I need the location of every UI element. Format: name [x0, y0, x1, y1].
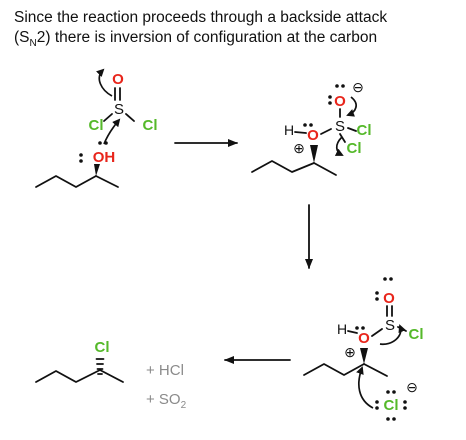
int1-lone-pair-dot	[303, 123, 307, 127]
int2-lone-pair-dot	[361, 326, 365, 330]
int2-os-bond	[371, 328, 383, 337]
chlorosulfite-intermediate-1: O ⊖ S Cl Cl H O ⊕	[251, 79, 372, 176]
socl2-bond-cl-left	[103, 113, 113, 122]
alcohol-lone-pair-dot	[79, 159, 83, 163]
curly-arrow-o-to-s	[103, 118, 121, 145]
int1-bond-cl-lower	[339, 133, 346, 143]
int2-wedge-bond	[360, 348, 368, 364]
int2-lone-pair-dot	[375, 291, 379, 295]
chloride-lone-pair-dot	[386, 390, 390, 394]
int2-lone-pair-dot	[375, 297, 379, 301]
chloride-lone-pair-dot	[392, 390, 396, 394]
curly-arrow-so-to-o	[95, 68, 113, 97]
alcohol-lone-pair-dot	[98, 141, 102, 145]
int1-os-bond	[320, 128, 332, 135]
int1-lone-pair-dot	[341, 84, 345, 88]
chloride-lone-pair-dot	[403, 406, 407, 410]
alcohol-carbon-chain	[35, 175, 97, 188]
chloride-minus-charge: ⊖	[406, 379, 418, 395]
int1-methyl-bond	[313, 162, 337, 176]
socl2-chlorine-right: Cl	[143, 117, 158, 134]
int1-bond-cl-right	[347, 127, 357, 132]
int2-lone-pair-dot	[383, 277, 387, 281]
int2-carbon-chain	[303, 363, 365, 376]
byproduct-so2: + SO2	[146, 391, 187, 411]
chloride-ion: Cl	[384, 397, 399, 414]
byproduct-hcl: + HCl	[146, 362, 184, 379]
caption-sn-open: (S	[14, 29, 30, 46]
int2-oxonium-oxygen: O	[358, 330, 370, 347]
int1-wedge-bond	[310, 145, 318, 163]
int1-minus-charge: ⊖	[352, 79, 364, 95]
2-chloropentane-product: Cl	[35, 339, 124, 383]
int1-lone-pair-dot	[328, 101, 332, 105]
int2-plus-charge: ⊕	[344, 344, 356, 360]
socl2-bond-cl-right	[125, 113, 135, 122]
product-hashed-wedge-bond	[95, 358, 105, 375]
curly-arrow-co-cleave	[379, 324, 406, 346]
int1-hydrogen: H	[284, 122, 294, 138]
caption-sn-subscript: N	[29, 38, 37, 50]
int1-lone-pair-dot	[309, 123, 313, 127]
int2-bond-cl	[397, 326, 407, 332]
product-carbon-chain	[35, 369, 101, 383]
alcohol-hydroxyl: OH	[93, 149, 116, 166]
curly-arrow-o-to-s-reform	[346, 96, 357, 117]
chloride-lone-pair-dot	[386, 417, 390, 421]
caption-line-1: Since the reaction proceeds through a ba…	[14, 9, 388, 26]
socl2-chlorine-left: Cl	[89, 117, 104, 134]
socl2-oxygen: O	[112, 71, 124, 88]
int1-oxonium-oxygen: O	[307, 127, 319, 144]
int2-hydrogen: H	[337, 321, 347, 337]
int2-lone-pair-dot	[355, 326, 359, 330]
int1-sulfur: S	[335, 118, 345, 135]
product-methyl-bond	[99, 369, 124, 383]
chloride-lone-pair-dot	[375, 400, 379, 404]
chloride-lone-pair-dot	[392, 417, 396, 421]
byproduct-so2-subscript: 2	[181, 400, 187, 411]
chlorosulfite-intermediate-2: O S Cl H O ⊕ Cl ⊖	[303, 277, 424, 421]
int1-lone-pair-dot	[328, 95, 332, 99]
caption-sn-rest: 2) there is inversion of configuration a…	[36, 29, 378, 46]
int2-sulfinyl-oxygen: O	[383, 290, 395, 307]
int2-sulfur: S	[385, 317, 395, 334]
int1-lone-pair-dot	[335, 84, 339, 88]
byproduct-so2-label: + SO	[146, 391, 181, 408]
int1-plus-charge: ⊕	[293, 140, 305, 156]
alcohol-methyl-bond	[95, 175, 119, 188]
alcohol-wedge-bond	[94, 164, 100, 176]
pentan-2-ol: OH	[35, 118, 121, 188]
curly-arrow-backside-attack	[356, 366, 374, 409]
int2-chlorine: Cl	[409, 326, 424, 343]
alcohol-lone-pair-dot	[79, 153, 83, 157]
chloride-lone-pair-dot	[375, 406, 379, 410]
thionyl-chloride: O S Cl Cl	[89, 68, 158, 134]
chloride-lone-pair-dot	[403, 400, 407, 404]
int1-carbon-chain	[251, 160, 315, 173]
int2-oh-bond	[347, 330, 358, 334]
int2-methyl-bond	[363, 363, 388, 377]
socl2-sulfur: S	[114, 101, 124, 118]
int1-oh-bond	[294, 131, 307, 134]
int1-chlorine-lower: Cl	[347, 140, 362, 157]
caption: Since the reaction proceeds through a ba…	[14, 8, 460, 54]
caption-line-2: (SN2) there is inversion of configuratio…	[14, 28, 460, 54]
product-chlorine: Cl	[95, 339, 110, 356]
int1-oxide-oxygen: O	[334, 93, 346, 110]
int1-chlorine-right: Cl	[357, 122, 372, 139]
int2-lone-pair-dot	[389, 277, 393, 281]
curly-arrow-s-cl-leave	[334, 136, 344, 156]
